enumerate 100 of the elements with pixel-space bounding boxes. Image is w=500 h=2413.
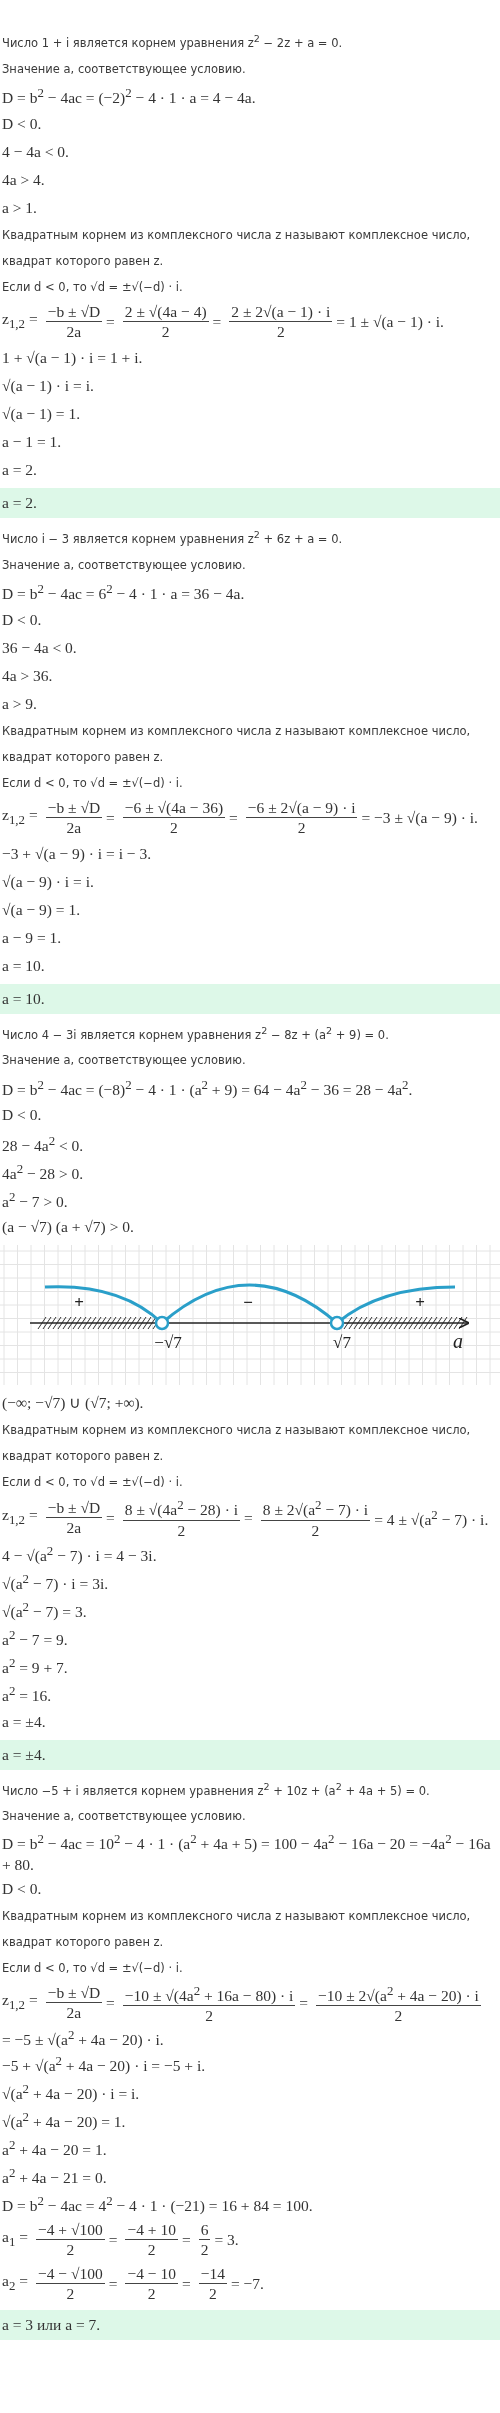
math-formula: 36 − 4a < 0. — [2, 637, 77, 658]
fraction-denominator: 2a — [45, 2002, 103, 2023]
math-formula: = — [106, 311, 115, 332]
math-formula: = — [244, 1507, 253, 1528]
fraction-denominator: 2a — [45, 321, 103, 342]
fraction-numerator: −6 ± √(4a − 36) — [123, 798, 225, 818]
text-line: Значение a, соответствующее условию. — [2, 1052, 246, 1070]
text-line: Значение a, соответствующее условию. — [2, 556, 246, 574]
fraction-numerator: 8 ± 2√(a$^{2}$ − 7) · i — [261, 1496, 370, 1520]
fraction-numerator: −4 + √100 — [36, 2220, 104, 2240]
math-formula: 4a$^{2}$ − 28 > 0. — [2, 1159, 84, 1185]
math-formula: = 4 ± √(a$^{2}$ − 7) · i. — [374, 1506, 489, 1531]
text-line: Квадратным корнем из комплексного числа z называют комплексное число, квадрат которого равен z. — [2, 226, 472, 270]
axis-label: a — [453, 1330, 463, 1353]
math-formula: z$_{1,2}$ = — [2, 1990, 38, 2015]
math-formula: a − 1 = 1. — [2, 431, 62, 452]
math-formula: a$_{2}$ = — [2, 2271, 28, 2296]
fraction-denominator: 2 — [229, 321, 333, 342]
fraction-denominator: 2a — [45, 817, 103, 838]
answer-band — [0, 487, 500, 518]
point-label: √7 — [333, 1333, 351, 1354]
math-formula: = 3. — [214, 2229, 239, 2250]
math-formula: = — [181, 2273, 191, 2294]
fraction-denominator: 2 — [316, 2004, 481, 2025]
math-formula: D < 0. — [2, 609, 42, 630]
fraction-numerator: −b ± √D — [46, 1498, 102, 1518]
fraction-numerator: −10 ± √(4a$^{2}$ + 16a − 80) · i — [123, 1981, 295, 2005]
answer-formula: a = 2. — [2, 492, 37, 513]
fraction-numerator: −4 − √100 — [36, 2264, 104, 2284]
math-formula: = −7. — [230, 2273, 264, 2294]
answer-band — [0, 2309, 500, 2340]
fraction-numerator: 2 ± 2√(a − 1) · i — [230, 302, 332, 322]
math-formula: √(a$^{2}$ + 4a − 20) · i = i. — [2, 2080, 140, 2105]
fraction-denominator: 2 — [122, 817, 226, 838]
fraction-numerator: 2 ± √(4a − 4) — [123, 302, 208, 322]
fraction-numerator: −b ± √D — [46, 302, 102, 322]
math-formula: 28 − 4a$^{2}$ < 0. — [2, 1131, 84, 1157]
math-formula: a$_{1}$ = — [2, 2227, 28, 2252]
sign-label: + — [415, 1293, 425, 1314]
text-line: Квадратным корнем из комплексного числа z называют комплексное число, квадрат которого равен z. — [2, 1907, 472, 1951]
text-line: Квадратным корнем из комплексного числа z называют комплексное число, квадрат которого равен z. — [2, 1422, 472, 1466]
math-formula: z$_{1,2}$ = — [2, 805, 38, 830]
math-formula: 4a > 4. — [2, 169, 45, 190]
math-formula: −5 + √(a$^{2}$ + 4a − 20) · i = −5 + i. — [2, 2052, 206, 2077]
math-formula: √(a$^{2}$ − 7) = 3. — [2, 1598, 87, 1623]
math-formula: √(a − 1) · i = i. — [2, 375, 94, 396]
fraction-denominator: 2 — [125, 2283, 178, 2304]
math-formula: 4 − √(a$^{2}$ − 7) · i = 4 − 3i. — [2, 1542, 157, 1567]
answer-band — [0, 1739, 500, 1770]
fraction-denominator: 2 — [125, 2239, 178, 2260]
math-formula: D = b$^{2}$ − 4ac = (−8)$^{2}$ − 4 · 1 · (a$^{2}$ + 9) = 64 − 4a$^{2}$ − 36 = 28 − 4a$^{2}$. — [2, 1075, 413, 1101]
fraction-denominator: 2 — [260, 1519, 371, 1540]
math-formula: = — [299, 1992, 309, 2013]
fraction-denominator: 2 — [35, 2283, 105, 2304]
math-formula: = — [108, 2273, 118, 2294]
math-formula: D = b$^{2}$ − 4ac = 6$^{2}$ − 4 · 1 · a = 36 − 4a. — [2, 580, 245, 605]
math-formula: = −5 ± √(a$^{2}$ + 4a − 20) · i. — [2, 2025, 164, 2050]
text-line: Если d < 0, то √d = ±√(−d) · i. — [2, 1474, 183, 1492]
text-line: Значение a, соответствующее условию. — [2, 1808, 246, 1826]
math-formula: a = ±4. — [2, 1711, 46, 1732]
math-formula: D < 0. — [2, 1105, 42, 1126]
math-formula: a$^{2}$ = 9 + 7. — [2, 1654, 68, 1679]
math-formula: √(a$^{2}$ − 7) · i = 3i. — [2, 1570, 109, 1595]
fraction-denominator: 2a — [45, 1517, 103, 1538]
math-formula: 4a > 36. — [2, 665, 53, 686]
math-formula: 4 − 4a < 0. — [2, 141, 69, 162]
math-formula: z$_{1,2}$ = — [2, 1505, 38, 1530]
fraction-numerator: −6 ± 2√(a − 9) · i — [246, 798, 357, 818]
math-formula: a = 10. — [2, 955, 45, 976]
text-line: Число −5 + i является корнем уравнения z$^{2}$ + 10z + (a$^{2}$ + 4a + 5) = 0. — [2, 1779, 430, 1800]
math-formula: a$^{2}$ + 4a − 20 = 1. — [2, 2136, 107, 2161]
fraction-numerator: −b ± √D — [46, 1983, 102, 2003]
fraction-numerator: 8 ± √(4a$^{2}$ − 28) · i — [123, 1496, 239, 1520]
text-line: Число i − 3 является корнем уравнения z$^{2}$ + 6z + a = 0. — [2, 527, 343, 548]
math-formula: a$^{2}$ − 7 > 0. — [2, 1187, 68, 1213]
math-formula: 1 + √(a − 1) · i = 1 + i. — [2, 347, 143, 368]
math-formula: = — [229, 807, 238, 828]
math-formula: √(a$^{2}$ + 4a − 20) = 1. — [2, 2108, 126, 2133]
math-formula: a$^{2}$ − 7 = 9. — [2, 1626, 68, 1651]
text-line: Число 1 + i является корнем уравнения z$^{2}$ − 2z + a = 0. — [2, 32, 343, 52]
math-formula: D < 0. — [2, 1878, 42, 1899]
fraction-denominator: 2 — [198, 2239, 211, 2260]
text-line: Число 4 − 3i является корнем уравнения z$^{2}$ − 8z + (a$^{2}$ + 9) = 0. — [2, 1023, 389, 1044]
fraction-denominator: 2 — [35, 2239, 105, 2260]
text-line: Квадратным корнем из комплексного числа z называют комплексное число, квадрат которого равен z. — [2, 722, 472, 766]
point-label: −√7 — [154, 1333, 182, 1354]
answer-formula: a = ±4. — [2, 1744, 46, 1765]
fraction-denominator: 2 — [122, 1519, 240, 1540]
text-line: Значение a, соответствующее условию. — [2, 60, 246, 78]
math-formula: (a − √7) (a + √7) > 0. — [2, 1217, 134, 1238]
math-formula: = — [106, 807, 115, 828]
fraction-numerator: −14 — [199, 2264, 226, 2284]
math-formula: = — [106, 1992, 115, 2013]
math-formula: = — [108, 2229, 118, 2250]
math-formula: D = b$^{2}$ − 4ac = 10$^{2}$ − 4 · 1 · (a$^{2}$ + 4a + 5) = 100 − 4a$^{2}$ − 16a − 20 = −4a$^{2}$ − 16a + 80. — [2, 1830, 492, 1875]
math-formula: = 1 ± √(a − 1) · i. — [336, 311, 444, 332]
math-formula: D = b$^{2}$ − 4ac = (−2)$^{2}$ − 4 · 1 · a = 4 − 4a. — [2, 84, 256, 109]
fraction-denominator: 2 — [122, 2004, 296, 2025]
fraction-numerator: 6 — [199, 2220, 210, 2240]
sign-label: − — [243, 1293, 253, 1314]
